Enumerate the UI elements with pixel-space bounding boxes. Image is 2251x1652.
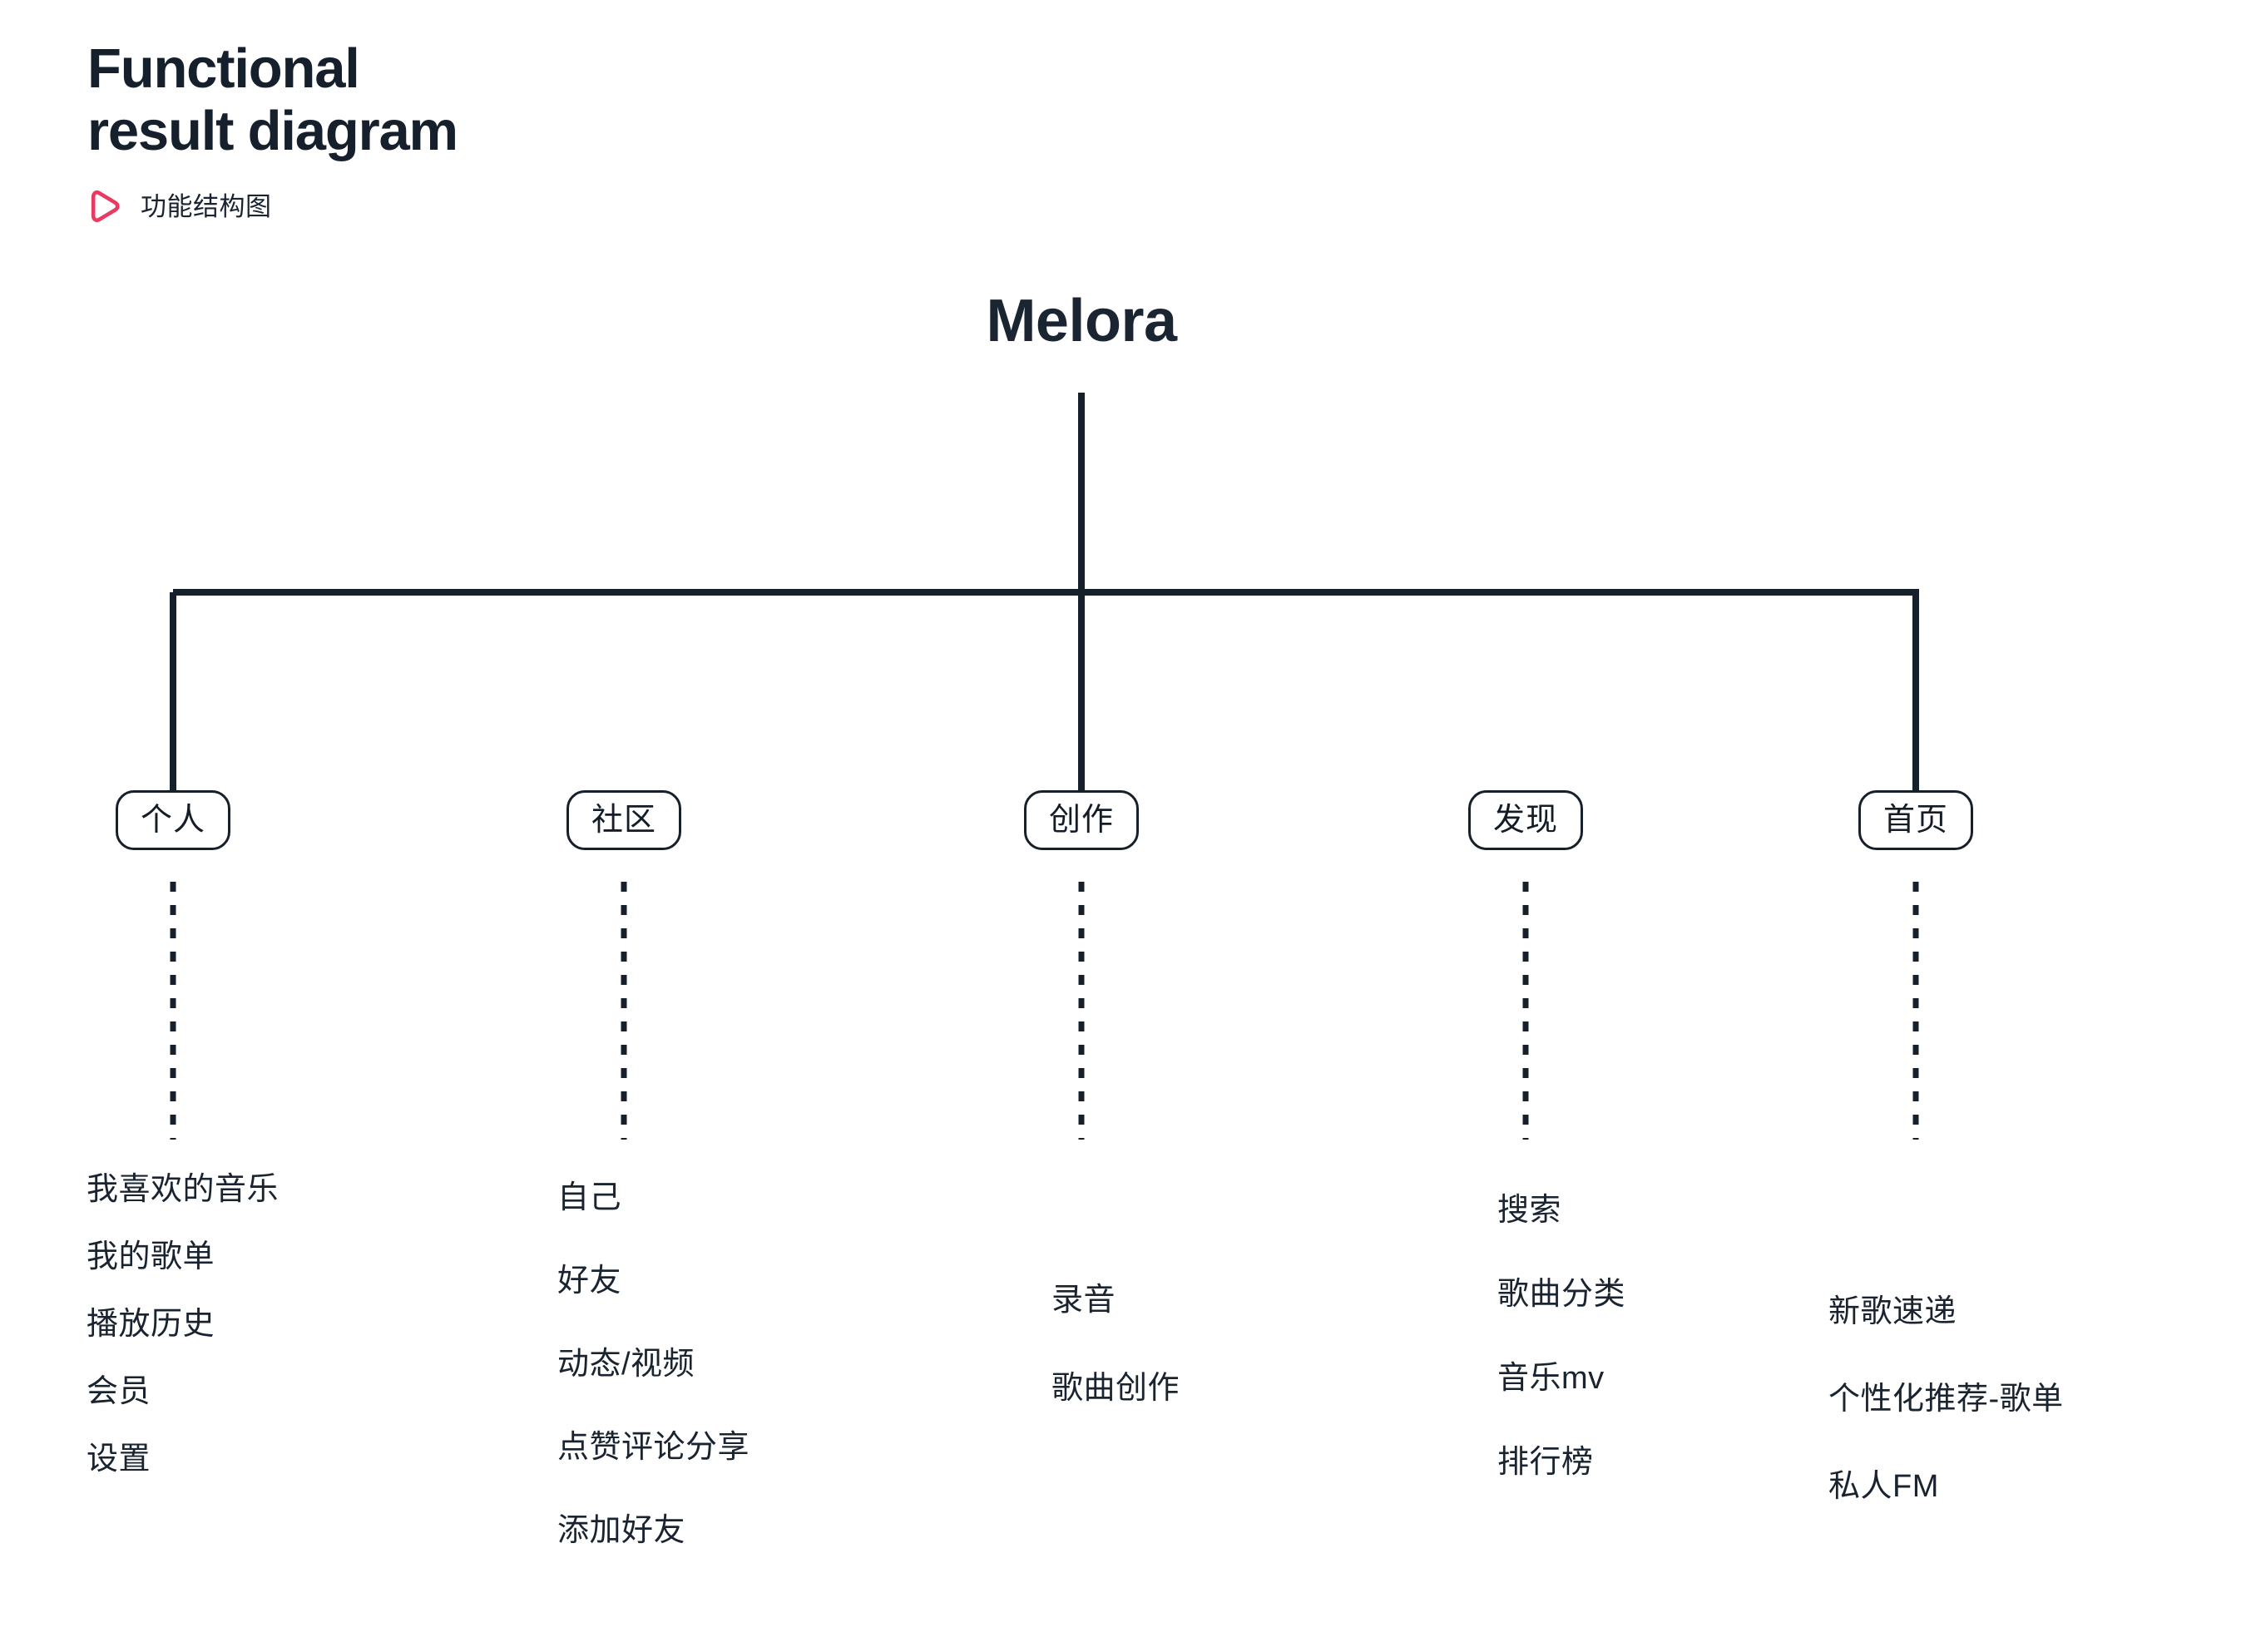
leaf-item[interactable]: 排行榜 [1497,1445,1594,1480]
subtitle-row: 功能结构图 [87,189,836,224]
node-label: 首页 [1882,803,1948,838]
leaf-column-discover: 搜索 歌曲分类 音乐mv 排行榜 [1497,1169,1625,1505]
leaf-item[interactable]: 动态/视频 [557,1347,695,1382]
header: Functional result diagram 功能结构图 [87,37,836,224]
leaf-column-personal: 我喜欢的音乐 我的歌单 播放历史 会员 设置 [87,1156,279,1493]
leaf-item[interactable]: 新歌速递 [1828,1294,1957,1329]
leaf-item[interactable]: 自己 [557,1180,622,1215]
leaf-item[interactable]: 我的歌单 [87,1239,215,1274]
node-label: 创作 [1048,803,1114,838]
leaf-item[interactable]: 搜索 [1497,1193,1562,1228]
leaf-column-home: 新歌速递 个性化推荐-歌单 私人FM [1828,1269,2064,1531]
leaf-item[interactable]: 添加好友 [557,1513,686,1548]
node-community[interactable]: 社区 [566,790,681,850]
leaf-item[interactable]: 音乐mv [1497,1361,1605,1396]
root-node-label: Melora [986,288,1177,354]
leaf-item[interactable]: 歌曲创作 [1051,1371,1180,1406]
leaf-item[interactable]: 我喜欢的音乐 [87,1172,280,1207]
node-label: 个人 [140,803,205,838]
leaf-item[interactable]: 录音 [1051,1283,1116,1318]
node-label: 社区 [591,803,656,838]
subtitle-text: 功能结构图 [141,191,272,221]
leaf-item[interactable]: 歌曲分类 [1497,1277,1626,1312]
leaf-item[interactable]: 设置 [87,1442,151,1476]
root-node-melora[interactable]: Melora [948,291,1215,351]
leaf-item[interactable]: 个性化推荐-歌单 [1828,1382,2064,1417]
node-home[interactable]: 首页 [1858,790,1973,850]
node-personal[interactable]: 个人 [116,790,230,850]
node-discover[interactable]: 发现 [1468,790,1583,850]
leaf-item[interactable]: 点赞评论分享 [557,1430,750,1465]
leaf-column-creation: 录音 歌曲创作 [1051,1256,1180,1432]
node-label: 发现 [1492,803,1558,838]
leaf-item[interactable]: 会员 [87,1374,151,1409]
node-creation[interactable]: 创作 [1024,790,1139,850]
leaf-item[interactable]: 私人FM [1828,1469,1939,1504]
leaf-column-community: 自己 好友 动态/视频 点赞评论分享 添加好友 [557,1156,750,1572]
page-title: Functional result diagram [87,37,458,163]
play-triangle-outline-icon [91,190,120,223]
leaf-item[interactable]: 播放历史 [87,1307,215,1342]
leaf-item[interactable]: 好友 [557,1264,622,1298]
